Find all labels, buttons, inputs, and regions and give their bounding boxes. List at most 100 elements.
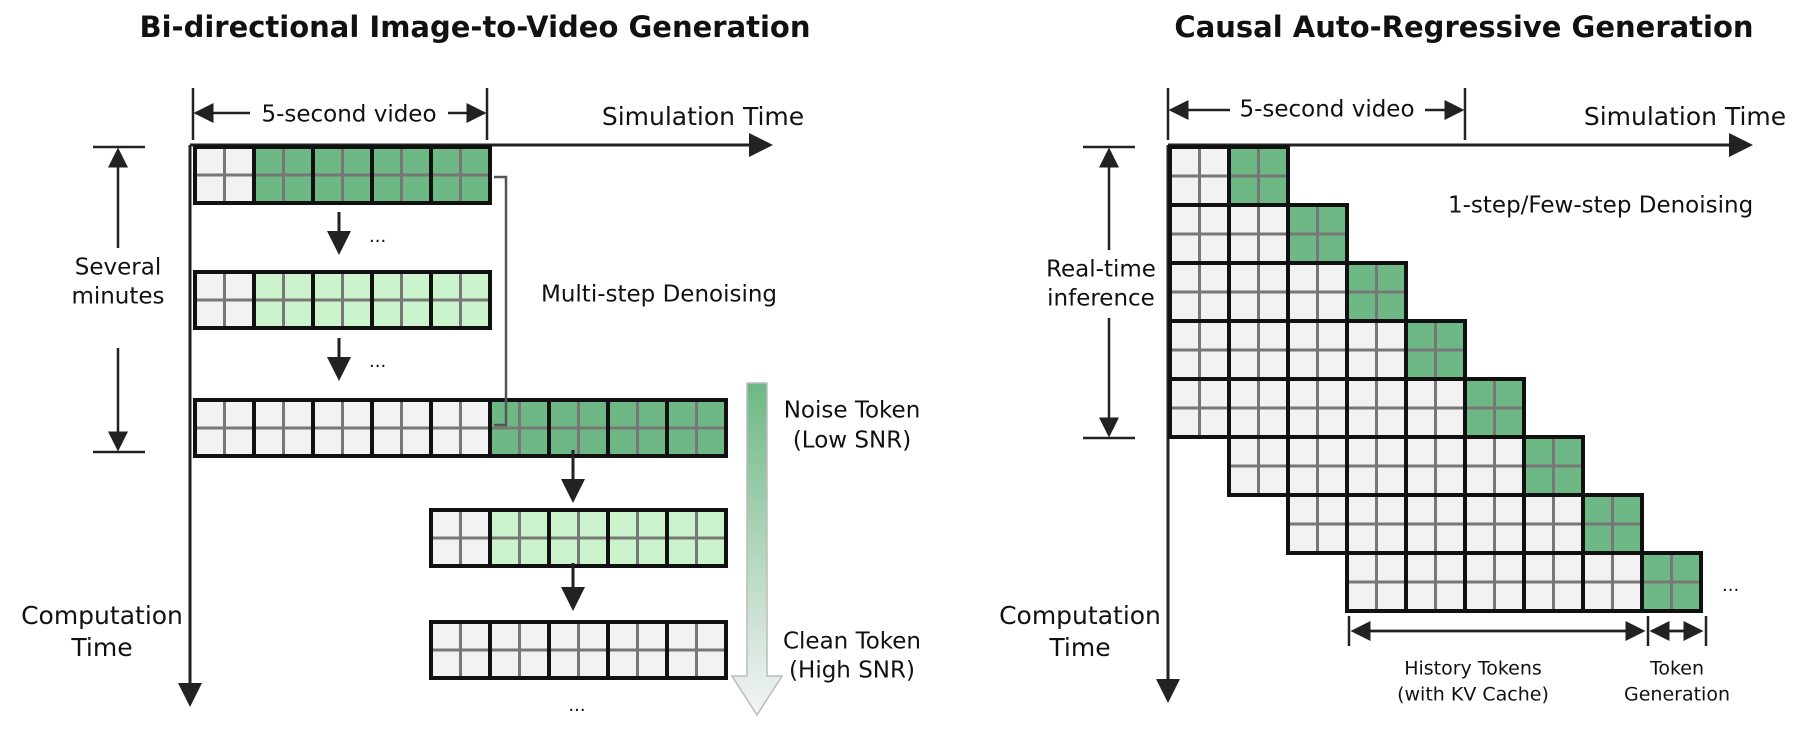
left-token-r3-c4 (370, 398, 433, 458)
right-token-r4-c3 (1286, 319, 1349, 381)
right-token-r4-c4 (1345, 319, 1408, 381)
right-token-r1-c2 (1227, 145, 1290, 207)
left-token-r4-c3 (547, 508, 610, 568)
left-token-r1-c1 (193, 145, 256, 205)
left-denoise-label: Multi-step Denoising (541, 282, 777, 308)
right-token-r7-c4 (1345, 493, 1408, 555)
left-ellipsis-3: ... (568, 695, 585, 716)
right-token-r6-c5 (1404, 435, 1467, 497)
right-video-label: 5-second video (1239, 97, 1414, 123)
right-token-r8-c4 (1345, 551, 1408, 613)
right-token-rows (1168, 145, 1703, 613)
left-token-r2-c5 (429, 270, 492, 330)
right-token-r7-c6 (1463, 493, 1526, 555)
right-duration-span: Real-time inference (1046, 145, 1156, 440)
left-token-r5-c3 (547, 620, 610, 680)
right-title: Causal Auto-Regressive Generation (1174, 10, 1753, 44)
left-token-r1-c5 (429, 145, 492, 205)
left-comp-label-line2: Time (70, 633, 132, 662)
right-token-r4-c5 (1404, 319, 1467, 381)
left-denoise-bracket (494, 175, 508, 427)
left-token-r2-c1 (193, 270, 256, 330)
right-duration-line2: inference (1047, 286, 1155, 312)
right-token-r7-c5 (1404, 493, 1467, 555)
history-line2: (with KV Cache) (1397, 684, 1549, 706)
right-token-r8-c8 (1581, 551, 1644, 613)
left-token-r1-c2 (252, 145, 315, 205)
left-comp-label-line1: Computation (21, 601, 183, 630)
left-token-r3-c6 (488, 398, 551, 458)
right-comp-label-line1: Computation (999, 601, 1161, 630)
left-token-r1-c3 (311, 145, 374, 205)
clean-token-line1: Clean Token (783, 629, 921, 655)
right-token-r2-c1 (1168, 203, 1231, 265)
left-token-r3-c8 (606, 398, 669, 458)
left-token-r2-c4 (370, 270, 433, 330)
snr-gradient-arrow (730, 382, 784, 717)
right-panel: Causal Auto-Regressive Generation 5-seco… (999, 10, 1786, 706)
left-token-r5-c2 (488, 620, 551, 680)
right-token-r7-c7 (1522, 493, 1585, 555)
right-token-r8-c9 (1640, 551, 1703, 613)
right-token-r3-c3 (1286, 261, 1349, 323)
left-token-r5-c5 (665, 620, 728, 680)
left-token-r5-c1 (429, 620, 492, 680)
right-comp-label-line2: Time (1048, 633, 1110, 662)
right-sim-time-label: Simulation Time (1584, 102, 1786, 131)
right-token-r7-c3 (1286, 493, 1349, 555)
left-token-r3-c7 (547, 398, 610, 458)
left-token-r1-c4 (370, 145, 433, 205)
right-token-r6-c3 (1286, 435, 1349, 497)
history-line1: History Tokens (1404, 658, 1542, 680)
left-token-r3-c1 (193, 398, 256, 458)
left-token-r3-c5 (429, 398, 492, 458)
right-token-r5-c2 (1227, 377, 1290, 439)
right-token-r5-c5 (1404, 377, 1467, 439)
generation-line2: Generation (1624, 684, 1730, 706)
right-token-r6-c6 (1463, 435, 1526, 497)
right-ellipsis: ... (1722, 575, 1739, 596)
right-token-r5-c4 (1345, 377, 1408, 439)
left-duration-line2: minutes (71, 284, 164, 310)
left-duration-span: Several minutes (71, 145, 165, 454)
right-token-r5-c6 (1463, 377, 1526, 439)
left-ellipsis-2: ... (369, 351, 386, 372)
right-token-r5-c3 (1286, 377, 1349, 439)
left-title: Bi-directional Image-to-Video Generation (139, 10, 810, 44)
right-token-r3-c4 (1345, 261, 1408, 323)
right-token-r4-c1 (1168, 319, 1231, 381)
right-token-r2-c2 (1227, 203, 1290, 265)
right-token-r5-c1 (1168, 377, 1231, 439)
right-token-r8-c7 (1522, 551, 1585, 613)
left-duration-line1: Several (75, 255, 161, 281)
right-token-r1-c1 (1168, 145, 1231, 207)
right-token-r3-c2 (1227, 261, 1290, 323)
left-token-r3-c3 (311, 398, 374, 458)
left-video-span: 5-second video (191, 88, 489, 140)
right-history-span: History Tokens (with KV Cache) Token Gen… (1347, 616, 1730, 706)
generation-line1: Token (1649, 658, 1704, 680)
left-token-r4-c5 (665, 508, 728, 568)
right-token-r7-c8 (1581, 493, 1644, 555)
left-token-r4-c4 (606, 508, 669, 568)
left-token-r4-c2 (488, 508, 551, 568)
clean-token-line2: (High SNR) (789, 658, 915, 684)
right-token-r2-c3 (1286, 203, 1349, 265)
left-video-label: 5-second video (261, 102, 436, 128)
left-token-r2-c3 (311, 270, 374, 330)
left-token-r2-c2 (252, 270, 315, 330)
left-sim-time-label: Simulation Time (602, 102, 804, 131)
right-token-r6-c2 (1227, 435, 1290, 497)
right-token-r6-c4 (1345, 435, 1408, 497)
right-duration-line1: Real-time (1046, 257, 1156, 283)
left-token-rows (193, 145, 728, 680)
right-token-r8-c6 (1463, 551, 1526, 613)
right-denoise-label: 1-step/Few-step Denoising (1448, 193, 1753, 219)
left-ellipsis-1: ... (369, 226, 386, 247)
right-video-span: 5-second video (1166, 88, 1467, 140)
left-token-r3-c2 (252, 398, 315, 458)
left-token-r5-c4 (606, 620, 669, 680)
right-token-r4-c2 (1227, 319, 1290, 381)
